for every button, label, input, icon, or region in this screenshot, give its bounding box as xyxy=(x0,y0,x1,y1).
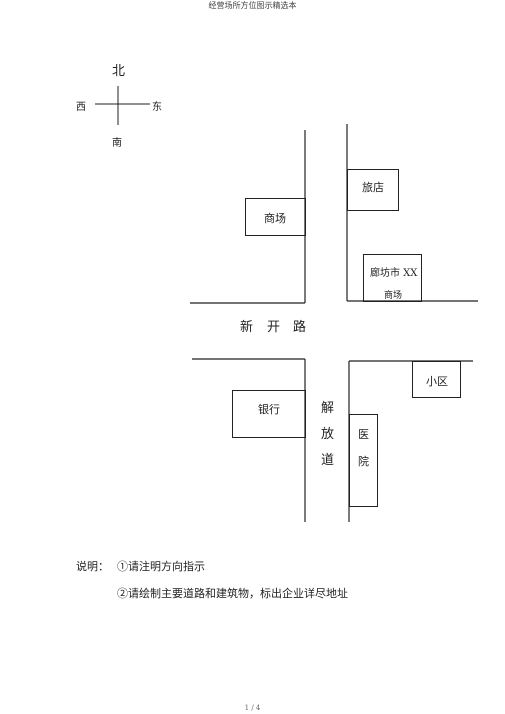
residential-label: 小区 xyxy=(426,375,448,388)
page-number: 1 / 4 xyxy=(244,704,261,712)
bank-label: 银行 xyxy=(258,403,280,416)
road-label-xin: 新 xyxy=(240,320,254,335)
hospital-building: 医 院 xyxy=(349,414,378,507)
hotel-building: 旅店 xyxy=(347,169,399,211)
compass-south-label: 南 xyxy=(112,138,122,149)
hospital-label-yuan: 院 xyxy=(358,455,369,468)
notes-label: 说明： xyxy=(76,560,109,573)
hospital-label-yi: 医 xyxy=(358,428,369,441)
page-header: 经营场所方位图示精选本 xyxy=(208,1,297,10)
compass-west-label: 西 xyxy=(76,102,86,113)
mall-label: 商场 xyxy=(264,212,286,225)
residential-building: 小区 xyxy=(412,361,461,398)
road-label-kai: 开 xyxy=(267,320,281,335)
compass-east-label: 东 xyxy=(152,102,162,113)
bank-building: 银行 xyxy=(232,390,306,438)
mall-building: 商场 xyxy=(245,198,306,236)
notes-item-2: ②请绘制主要道路和建筑物，标出企业详尽地址 xyxy=(117,587,348,600)
road-label-jie: 解 xyxy=(321,401,335,416)
road-label-lu: 路 xyxy=(293,320,307,335)
hotel-label: 旅店 xyxy=(362,181,384,194)
compass-north-label: 北 xyxy=(112,64,126,79)
road-label-fang: 放 xyxy=(321,427,335,442)
langfang-mall-label-line1: 廊坊市 XX xyxy=(370,268,418,279)
notes-item-1: ①请注明方向指示 xyxy=(117,560,205,573)
langfang-mall-building: 廊坊市 XX 商场 xyxy=(363,254,422,302)
langfang-mall-label-line2: 商场 xyxy=(384,291,403,301)
road-label-dao: 道 xyxy=(321,453,335,468)
